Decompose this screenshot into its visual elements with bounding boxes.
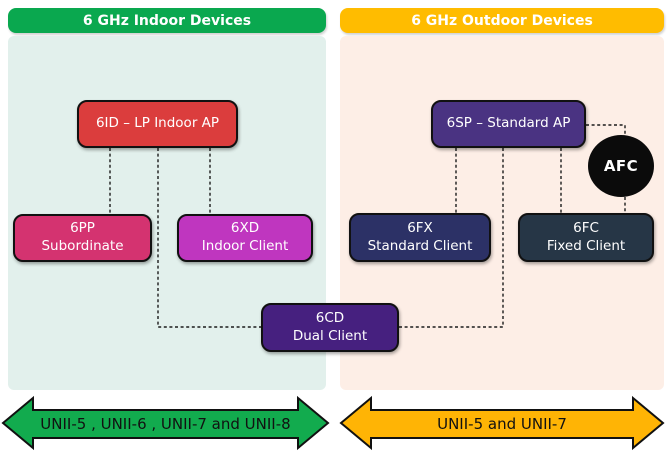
connector-6sp-afc [586, 124, 626, 135]
node-label: 6SP – Standard AP [446, 115, 571, 132]
afc-circle: AFC [588, 135, 654, 197]
node-sublabel: Fixed Client [546, 237, 626, 254]
node-6cd-dual-client: 6CD Dual Client [261, 303, 399, 352]
connector-6id-6cd [157, 148, 261, 328]
node-6id-lp-indoor-ap: 6ID – LP Indoor AP [77, 100, 238, 148]
connector-6sp-6cd [399, 148, 504, 328]
node-6fx-standard-client: 6FX Standard Client [349, 213, 491, 262]
node-sublabel: Indoor Client [201, 238, 289, 254]
node-label: 6FX [407, 219, 433, 236]
outdoor-spectrum-label: UNII-5 and UNII-7 [437, 414, 567, 433]
node-sublabel: Standard Client [367, 237, 473, 254]
outdoor-devices-header: 6 GHz Outdoor Devices [340, 8, 664, 33]
indoor-spectrum-arrow [1, 395, 330, 451]
indoor-devices-header: 6 GHz Indoor Devices [8, 8, 326, 33]
node-label: 6ID – LP Indoor AP [95, 115, 220, 132]
node-label: 6CD [315, 309, 345, 326]
node-6xd-indoor-client: 6XD Indoor Client [177, 214, 313, 262]
node-label: 6FC [573, 219, 599, 236]
node-6sp-standard-ap: 6SP – Standard AP [431, 100, 586, 148]
node-sublabel: Subordinate [41, 238, 124, 254]
afc-label: AFC [603, 157, 639, 175]
node-6pp-subordinate: 6PP Subordinate [13, 214, 152, 262]
node-label: 6PP [70, 220, 95, 237]
node-sublabel: Dual Client [292, 327, 368, 344]
indoor-spectrum-label: UNII-5 , UNII-6 , UNII-7 and UNII-8 [40, 414, 291, 433]
connector-lines [109, 124, 626, 328]
node-6fc-fixed-client: 6FC Fixed Client [518, 213, 654, 262]
node-label: 6XD [230, 220, 260, 237]
outdoor-spectrum-arrow [339, 395, 665, 451]
